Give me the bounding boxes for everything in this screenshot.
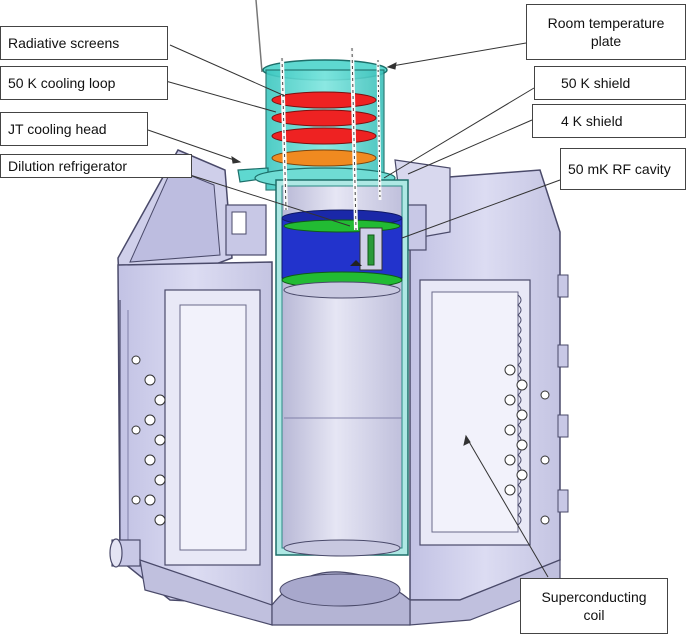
- label-50mk-rf-cavity: 50 mK RF cavity: [560, 148, 686, 190]
- cryostat-body: [109, 149, 569, 626]
- label-dilution-refrigerator: Dilution refrigerator: [0, 154, 192, 178]
- cryogenic-insert: [237, 47, 409, 557]
- leader-lines: [147, 42, 561, 578]
- radiative-screen: [271, 91, 377, 109]
- suspension-rod: [255, 0, 263, 73]
- label-superconducting-coil: Superconducting coil: [520, 578, 668, 634]
- orange-plate: [271, 149, 377, 167]
- green-plate: [283, 219, 401, 233]
- label-50k-shield: 50 K shield: [534, 66, 686, 100]
- label-50k-cooling-loop: 50 K cooling loop: [0, 66, 168, 100]
- label-room-temperature-plate: Room temperature plate: [526, 4, 686, 60]
- label-radiative-screens: Radiative screens: [0, 26, 168, 60]
- radiative-screen: [271, 109, 377, 127]
- label-jt-cooling-head: JT cooling head: [0, 112, 148, 146]
- label-4k-shield: 4 K shield: [532, 104, 686, 138]
- radiative-screen: [271, 127, 377, 145]
